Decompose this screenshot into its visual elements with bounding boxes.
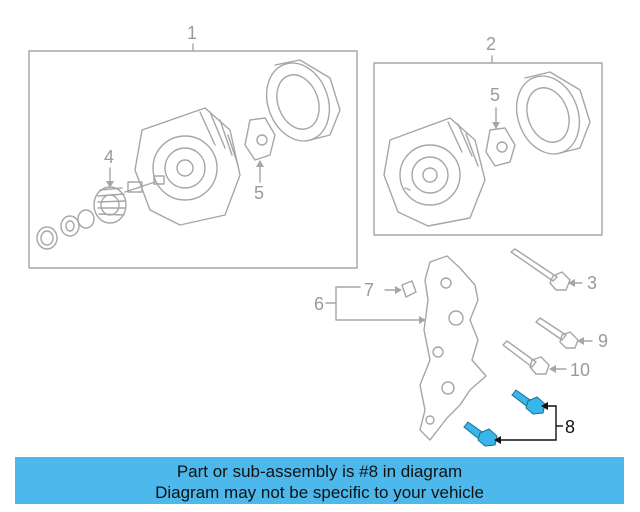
callout-2: 2 bbox=[486, 34, 497, 54]
callout-5b: 5 bbox=[254, 183, 265, 203]
assembly-2-frame bbox=[373, 62, 603, 236]
callout-3: 3 bbox=[587, 273, 598, 293]
callout-8[interactable]: 8 bbox=[565, 417, 576, 437]
bolt-10 bbox=[502, 340, 550, 375]
bolt-3 bbox=[510, 248, 571, 291]
callout-9: 9 bbox=[598, 331, 609, 351]
banner-line-2: Diagram may not be specific to your vehi… bbox=[155, 483, 484, 502]
alternator-1 bbox=[124, 59, 341, 226]
callout-5a: 5 bbox=[490, 85, 501, 105]
sleeve-7 bbox=[401, 280, 417, 298]
callout-7: 7 bbox=[364, 280, 375, 300]
banner-line-1: Part or sub-assembly is #8 in diagram bbox=[176, 462, 463, 481]
callout-1: 1 bbox=[187, 23, 198, 43]
bracket bbox=[419, 255, 487, 441]
callout-4: 4 bbox=[104, 147, 115, 167]
pulley-parts bbox=[36, 175, 165, 250]
assembly-1-frame bbox=[28, 50, 358, 269]
bolt-9 bbox=[535, 317, 579, 349]
alternator-2 bbox=[383, 71, 591, 227]
bolt-8-highlighted[interactable] bbox=[463, 389, 546, 447]
info-banner: Part or sub-assembly is #8 in diagram Di… bbox=[15, 457, 624, 504]
callout-6: 6 bbox=[314, 294, 325, 314]
callout-10: 10 bbox=[570, 360, 591, 380]
